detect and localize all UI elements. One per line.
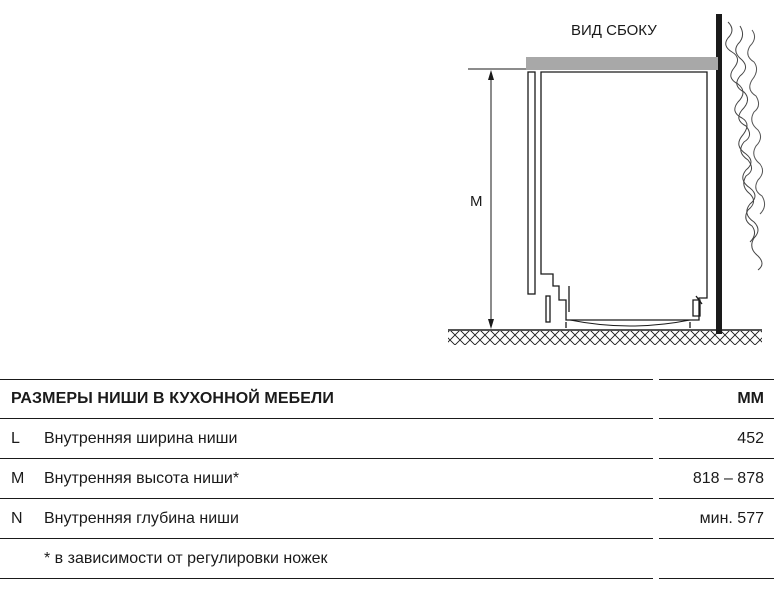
side-view-label: ВИД СБОКУ xyxy=(571,22,657,39)
divider xyxy=(0,379,653,380)
wall xyxy=(716,14,766,334)
table-title: РАЗМЕРЫ НИШИ В КУХОННОЙ МЕБЕЛИ xyxy=(11,390,334,407)
divider xyxy=(0,458,653,459)
dimension-m-label: M xyxy=(470,193,483,210)
row-code: L xyxy=(11,430,20,447)
table-header: РАЗМЕРЫ НИШИ В КУХОННОЙ МЕБЕЛИ ММ xyxy=(0,379,774,419)
row-value: 452 xyxy=(737,430,764,447)
table-row: N Внутренняя глубина ниши мин. 577 xyxy=(0,499,774,539)
side-view-diagram: ВИД СБОКУ M xyxy=(448,14,766,345)
divider xyxy=(659,458,774,459)
divider xyxy=(0,538,653,539)
row-label: Внутренняя глубина ниши xyxy=(44,510,239,527)
dimension-m xyxy=(468,68,526,329)
divider xyxy=(0,578,653,579)
row-value: 818 – 878 xyxy=(692,470,764,487)
row-value: мин. 577 xyxy=(699,510,764,527)
row-label: Внутренняя высота ниши* xyxy=(44,470,240,487)
table-row: L Внутренняя ширина ниши 452 xyxy=(0,419,774,459)
divider xyxy=(659,379,774,380)
row-code: N xyxy=(11,510,23,527)
row-label: Внутренняя ширина ниши xyxy=(44,430,238,447)
unit-header: ММ xyxy=(737,390,764,407)
table-row: M Внутренняя высота ниши* 818 – 878 xyxy=(0,459,774,499)
divider xyxy=(659,538,774,539)
niche-dimensions-table: РАЗМЕРЫ НИШИ В КУХОННОЙ МЕБЕЛИ ММ L Внут… xyxy=(0,379,774,579)
divider xyxy=(659,498,774,499)
divider xyxy=(0,498,653,499)
row-code: M xyxy=(11,470,25,487)
countertop xyxy=(526,57,718,70)
divider xyxy=(659,578,774,579)
footnote-row: * в зависимости от регулировки ножек xyxy=(0,539,774,579)
divider xyxy=(659,418,774,419)
footnote: * в зависимости от регулировки ножек xyxy=(44,550,328,567)
dishwasher xyxy=(527,71,708,328)
floor xyxy=(448,329,762,345)
divider xyxy=(0,418,653,419)
